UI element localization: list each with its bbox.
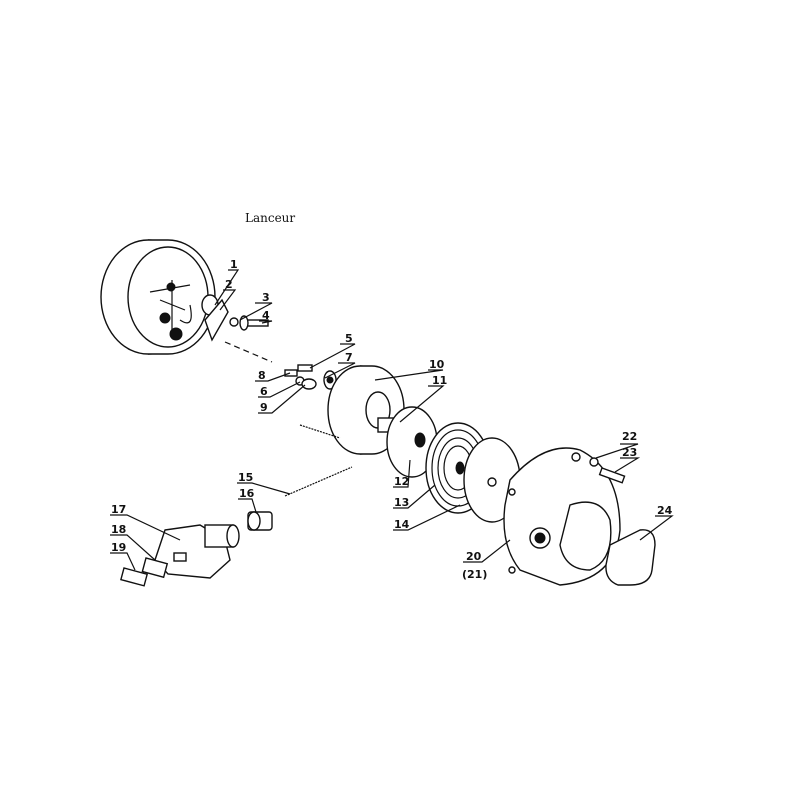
label-23: 23 <box>622 446 637 459</box>
starter-housing <box>503 447 621 586</box>
label-8: 8 <box>258 369 266 382</box>
label-12: 12 <box>394 475 409 488</box>
part-labels: 1 2 3 4 5 7 8 6 9 10 11 12 13 14 15 16 1… <box>111 258 673 581</box>
handle-end-cap <box>120 567 149 587</box>
label-11: 11 <box>432 374 447 387</box>
label-5: 5 <box>345 332 353 345</box>
pawl-parts <box>201 294 273 363</box>
flywheel-drum <box>100 239 216 355</box>
housing-screw <box>589 457 626 484</box>
label-6: 6 <box>260 385 268 398</box>
label-17: 17 <box>111 503 126 516</box>
rope-end <box>299 424 341 439</box>
label-9: 9 <box>260 401 268 414</box>
label-10: 10 <box>429 358 445 371</box>
label-19: 19 <box>111 541 126 554</box>
handle-grip-part <box>141 557 169 579</box>
label-24: 24 <box>657 504 673 517</box>
leader-lines <box>110 269 674 571</box>
label-2: 2 <box>225 278 233 291</box>
label-18: 18 <box>111 523 126 536</box>
diagram-title: Lanceur <box>245 211 295 225</box>
label-22: 22 <box>622 430 637 443</box>
label-4: 4 <box>262 309 270 322</box>
label-13: 13 <box>394 496 409 509</box>
label-15: 15 <box>238 471 253 484</box>
handle-insert <box>247 511 273 531</box>
label-16: 16 <box>239 487 255 500</box>
friction-plate <box>386 406 438 478</box>
small-screws-washers <box>284 364 337 390</box>
label-3: 3 <box>262 291 270 304</box>
starter-rope <box>284 466 353 497</box>
starter-handle <box>154 524 240 579</box>
label-21: (21) <box>462 568 487 581</box>
label-14: 14 <box>394 518 410 531</box>
label-7: 7 <box>345 351 353 364</box>
label-1: 1 <box>230 258 238 271</box>
label-20: 20 <box>466 550 482 563</box>
